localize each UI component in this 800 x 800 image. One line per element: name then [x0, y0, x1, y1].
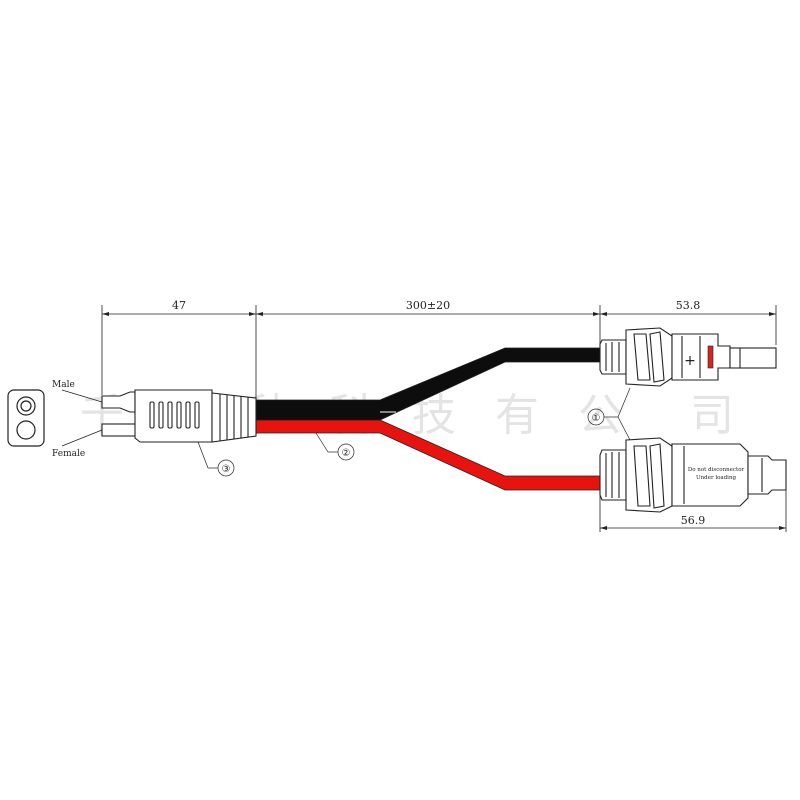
callout-leader: [315, 432, 329, 453]
warning-text-line2: Under loading: [696, 475, 737, 481]
sae-female-socket: [101, 423, 139, 437]
dimension-arrows: [102, 312, 786, 530]
dimension-label-sae: 47: [172, 299, 186, 312]
female-mc4-sleeve: [671, 443, 749, 507]
female-mc4-latch: [747, 455, 787, 495]
dimension-label-cable: 300±20: [406, 299, 450, 312]
male-mc4-pin: [729, 347, 777, 369]
arrowhead: [779, 526, 786, 530]
arrowhead: [769, 312, 776, 316]
sae-end-view: [7, 389, 45, 447]
female-leader-line: [61, 429, 103, 447]
arrowhead: [102, 312, 109, 316]
male-mc4-seal-ring: [707, 345, 714, 369]
sae-grip-slot: [185, 401, 191, 429]
dimension-label-female-mc4: 56.9: [681, 514, 706, 527]
callout-number-mc4: ①: [592, 413, 601, 424]
sae-body: [134, 389, 213, 443]
female-mc4-connector: [599, 437, 787, 513]
callout-leader: [197, 441, 209, 469]
male-pin-inner: [20, 400, 32, 412]
callout-leader: [617, 387, 631, 418]
arrowhead: [249, 312, 256, 316]
female-mc4-facet: [649, 443, 665, 509]
arrowhead: [600, 312, 607, 316]
female-label: Female: [52, 449, 85, 459]
warning-text-line1: Do not disconnector: [688, 467, 745, 473]
sae-connector: [101, 389, 257, 443]
male-mc4-facet: [633, 333, 651, 381]
plus-sign: +: [684, 353, 696, 369]
sae-grip-slot: [176, 401, 182, 429]
arrowhead: [593, 312, 600, 316]
male-mc4-facet: [649, 331, 665, 383]
sae-grip-slot: [194, 401, 200, 429]
arrowhead: [600, 526, 607, 530]
female-mc4-facet: [633, 445, 651, 507]
male-mc4-nut: [599, 339, 627, 375]
female-mc4-body: [625, 437, 673, 513]
dimension-lines: [101, 305, 787, 532]
female-socket-circle: [16, 420, 36, 440]
sae-grip-slot: [167, 401, 173, 429]
sae-grip-slot: [149, 401, 155, 429]
male-mc4-body: [625, 327, 673, 387]
male-leader-line: [61, 389, 103, 403]
callouts: [197, 387, 631, 477]
sae-grip-slot: [158, 401, 164, 429]
watermark-char: 司: [690, 390, 734, 441]
arrowhead: [256, 312, 263, 316]
male-label: Male: [52, 380, 75, 390]
watermark-char: 有: [495, 390, 539, 441]
male-mc4-front-housing: [671, 333, 731, 381]
dimension-label-male-mc4: 53.8: [676, 299, 701, 312]
watermark-char: 公: [578, 390, 622, 441]
callout-number-cable: ②: [342, 448, 351, 459]
female-mc4-nut: [599, 449, 627, 501]
callout-number-sae: ③: [222, 464, 231, 475]
callout-leader: [617, 416, 631, 441]
male-mc4-connector: [599, 327, 777, 387]
